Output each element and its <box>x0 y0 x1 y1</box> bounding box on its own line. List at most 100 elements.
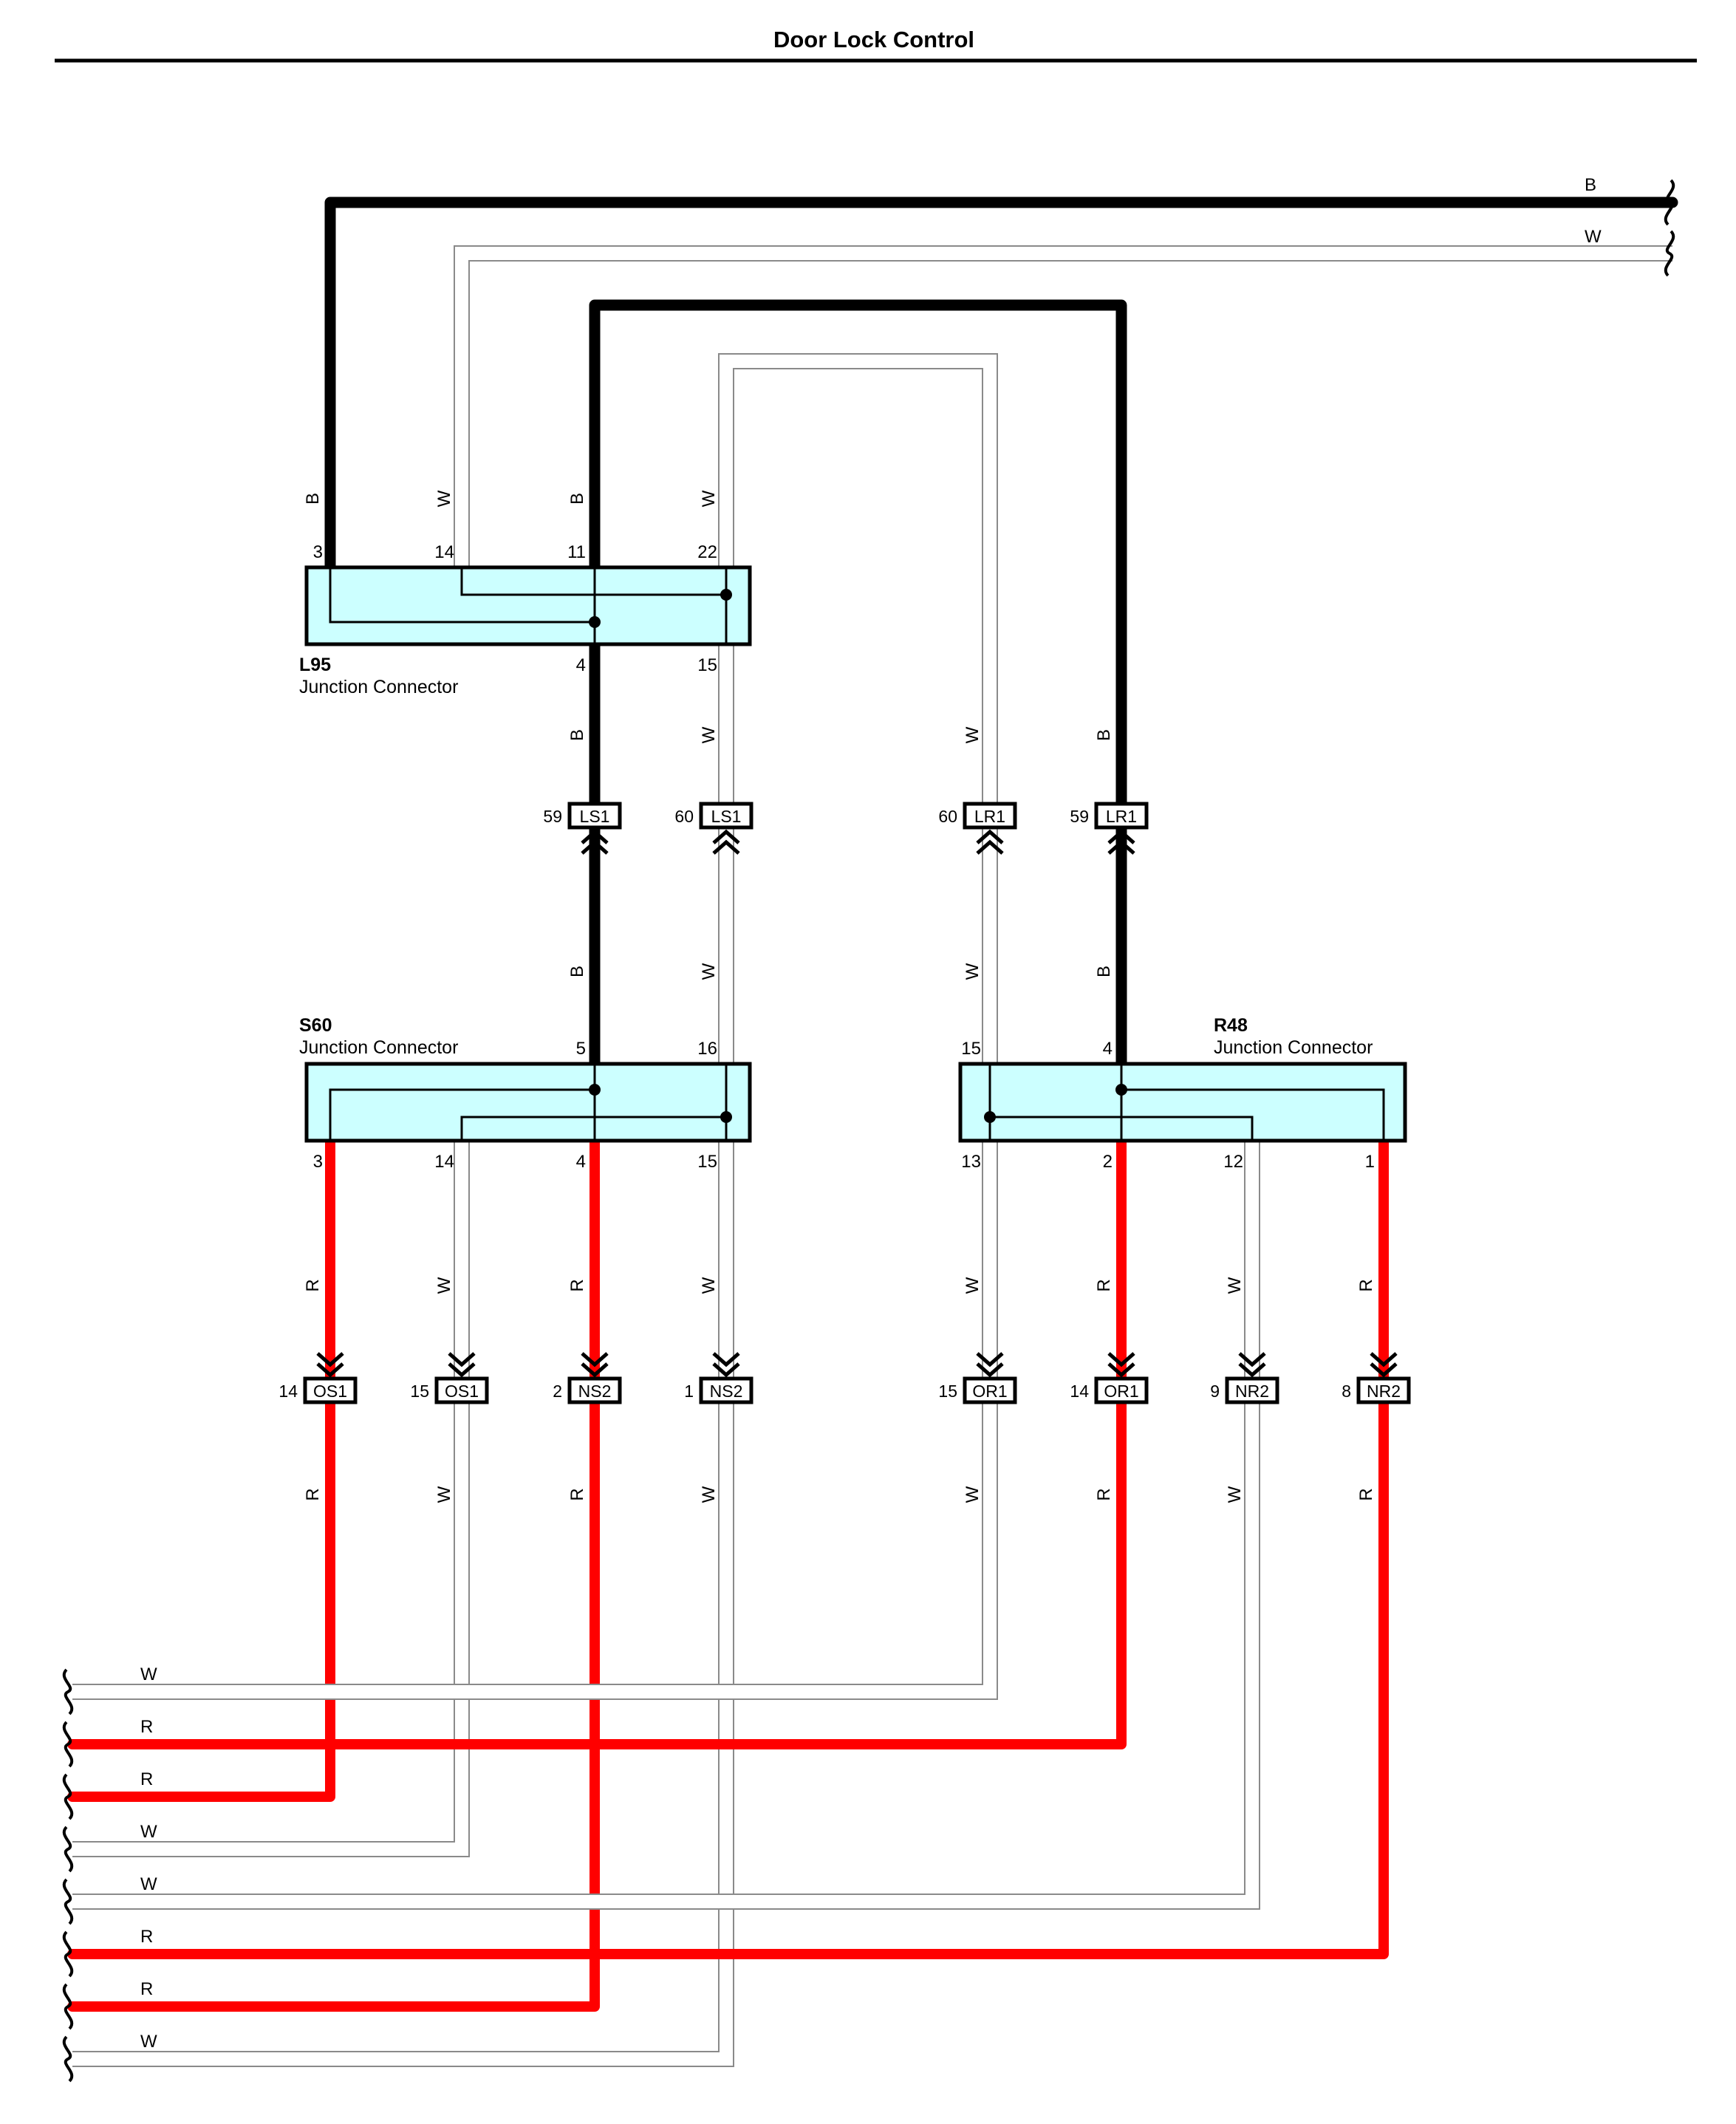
inline-connector-or1-15-name: OR1 <box>972 1382 1007 1401</box>
pin-number: 15 <box>961 1039 981 1059</box>
inline-connector-ns2-2-pin: 2 <box>553 1382 562 1401</box>
pin-number: 1 <box>1365 1152 1375 1172</box>
pin-number: 2 <box>1103 1152 1113 1172</box>
chevron-mark <box>581 839 609 855</box>
junction-connector-r48 <box>958 1062 1407 1143</box>
pin-number: 5 <box>576 1039 586 1059</box>
wire-color-label: W <box>1225 1486 1245 1503</box>
wire-color-label: B <box>1094 966 1114 977</box>
left-edge-wire-label: W <box>140 1822 157 1842</box>
wire-color-label: R <box>567 1279 587 1291</box>
splice-dot <box>589 616 601 628</box>
left-edge-wire-label: W <box>140 1664 157 1684</box>
connector-name-r48: R48 <box>1214 1015 1248 1036</box>
internal-bus <box>1121 1088 1385 1141</box>
wire-color-label: W <box>699 726 719 743</box>
wire-color-label: R <box>567 1488 587 1500</box>
connector-chevron <box>712 829 740 855</box>
connector-name-l95: L95 <box>299 655 331 675</box>
pin-number: 3 <box>313 1152 323 1172</box>
right-edge-wire-label: W <box>1585 227 1602 247</box>
wire-color-label: W <box>699 1277 719 1294</box>
wire-break-mark <box>62 1878 74 1925</box>
wire-color-label: W <box>1225 1277 1245 1294</box>
chevron-mark <box>1238 1362 1266 1378</box>
wire-w-l95-14-core <box>455 247 1672 567</box>
inline-connector-os1-15-name: OS1 <box>445 1382 479 1401</box>
wire-color-label: W <box>434 1486 454 1503</box>
internal-bus <box>460 1116 726 1141</box>
wire-color-label: R <box>1094 1488 1114 1500</box>
left-edge-wire-label: R <box>140 1927 153 1947</box>
wire-color-label: B <box>567 729 587 741</box>
inline-connector-os1-15-pin: 15 <box>410 1382 429 1401</box>
chevron-mark <box>1107 1352 1135 1367</box>
diagram-title: Door Lock Control <box>773 27 975 52</box>
pin-number: 22 <box>697 542 717 562</box>
pin-number: 13 <box>961 1152 981 1172</box>
chevron-mark <box>1238 1352 1266 1367</box>
chevron-mark <box>712 829 740 844</box>
pin-number: 15 <box>697 655 717 675</box>
wire-r-r48-2 <box>67 1136 1127 1749</box>
wire-color-label: R <box>1094 1279 1114 1291</box>
wire-color-label: W <box>963 1486 983 1503</box>
connector-chevron <box>712 1352 740 1378</box>
pin-number: 14 <box>434 542 454 562</box>
wire-w-r48-13-core <box>72 1141 997 1698</box>
pin-number: 4 <box>1103 1039 1113 1059</box>
connector-chevron <box>1370 1352 1398 1378</box>
inline-connector-nr2-8-name: NR2 <box>1367 1382 1401 1401</box>
chevron-mark <box>316 1362 344 1378</box>
inline-connector-nr2-9-box <box>1225 1376 1279 1404</box>
wire-break-mark <box>62 1773 74 1820</box>
inline-connector-or1-14-name: OR1 <box>1104 1382 1138 1401</box>
chevron-mark <box>976 829 1004 844</box>
wire-w-r48-12 <box>72 1141 1260 1910</box>
splice-dot <box>1115 1084 1127 1096</box>
connector-desc-r48: Junction Connector <box>1214 1037 1373 1058</box>
chevron-mark <box>448 1352 476 1367</box>
wire-color-label: R <box>303 1279 323 1291</box>
wire-b-l95-11 <box>589 299 1127 1070</box>
wire-break-mark <box>62 2035 74 2083</box>
connector-chevron <box>1238 1352 1266 1378</box>
inline-connector-nr2-8-pin: 8 <box>1342 1382 1351 1401</box>
chevron-mark <box>581 829 609 844</box>
wire-color-label: W <box>434 490 454 507</box>
wire-break-mark <box>62 1930 74 1978</box>
splice-dot <box>984 1111 996 1123</box>
chevron-mark <box>581 1352 609 1367</box>
internal-bus <box>990 1116 1254 1141</box>
chevron-mark <box>1107 839 1135 855</box>
pin-number: 14 <box>434 1152 454 1172</box>
wire-w-l95-22 <box>718 353 998 1064</box>
chevron-mark <box>581 1362 609 1378</box>
chevron-mark <box>1107 1362 1135 1378</box>
pin-number: 4 <box>576 1152 586 1172</box>
inline-connector-or1-15-box <box>963 1376 1017 1404</box>
connector-chevron <box>581 1352 609 1378</box>
splice-dot <box>589 1084 601 1096</box>
wire-r-r48-1 <box>67 1136 1389 1959</box>
pin-number: 4 <box>576 655 586 675</box>
inline-connector-os1-14-pin: 14 <box>278 1382 298 1401</box>
right-edge-wire-label: B <box>1585 175 1596 195</box>
wire-break-mark <box>62 1721 74 1768</box>
wire-r-s60-3 <box>67 1136 335 1802</box>
chevron-mark <box>712 1352 740 1367</box>
connector-chevron <box>448 1352 476 1378</box>
chevron-mark <box>316 1352 344 1367</box>
chevron-mark <box>712 1362 740 1378</box>
inline-connector-lr1-60-box <box>963 802 1017 830</box>
inline-connector-or1-14-pin: 14 <box>1070 1382 1089 1401</box>
inline-connector-ls1-59-pin: 59 <box>543 807 562 826</box>
connector-chevron <box>976 829 1004 855</box>
wire-w-r48-12-core <box>72 1141 1259 1908</box>
inline-connector-nr2-8-box <box>1356 1376 1411 1404</box>
connector-desc-l95: Junction Connector <box>299 677 458 697</box>
wire-color-label: W <box>699 1486 719 1503</box>
wire-color-label: B <box>567 966 587 977</box>
junction-connector-s60 <box>304 1062 752 1143</box>
